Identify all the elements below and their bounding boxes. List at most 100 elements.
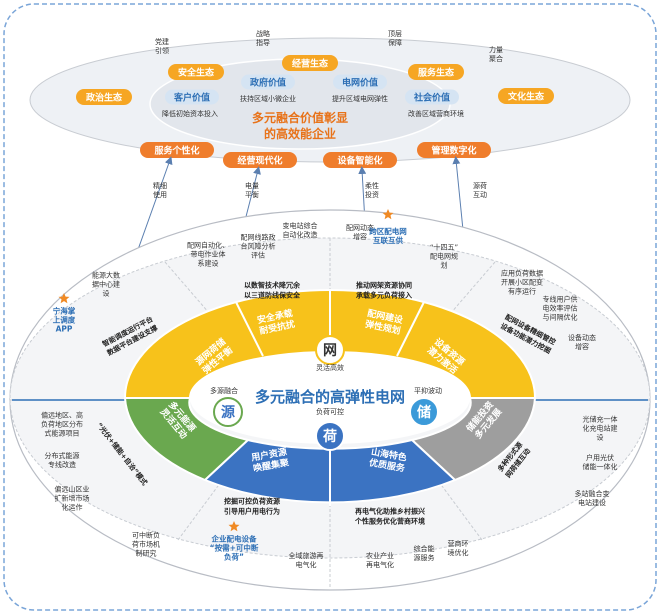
blue-pill-2: 政府价值 (241, 74, 295, 90)
orange-pill-5-label: 文化生态 (507, 91, 544, 103)
bottom-pill-1: 服务个性化 (140, 142, 214, 158)
outer-text-20: 多站融合变电站建设 (575, 489, 610, 507)
outer-text-1: 能源大数据中心建设 (92, 270, 120, 297)
orange-pill-1: 政治生态 (76, 89, 132, 105)
outer-text-10: 偏远地区、高负荷地区分布式能源项目 (41, 410, 83, 437)
bullet-text-3: 挖掘可控负荷资源引导用户用电行为 (224, 496, 280, 515)
blue-subtext-4: 改善区域营商环境 (408, 109, 464, 118)
blue-subtext-2: 扶持区域小微企业 (240, 94, 296, 103)
star-item-2: 跨区配电网互联互供 (369, 209, 407, 245)
hub-chu: 储 (409, 397, 439, 427)
outer-text-9: 设备动态增容 (568, 333, 596, 351)
blue-pill-1-label: 客户价值 (173, 92, 210, 104)
top-small-label-4: 力量聚合 (489, 45, 503, 63)
bullet-text-1: 以数智技术降冗余以三道防线保安全 (244, 280, 301, 299)
outer-text-15: 农业产业再电气化 (366, 551, 394, 569)
arrow-label-4: 源荷互动 (473, 181, 487, 199)
bottom-pill-4-label: 管理数字化 (431, 145, 476, 157)
top-small-label-1: 党建引领 (155, 37, 169, 55)
orange-pill-4: 服务生态 (408, 64, 464, 80)
outer-text-11: 分布式能源专线改造 (45, 451, 80, 469)
star-icon (58, 293, 70, 304)
outer-text-17: 营商环境优化 (448, 539, 469, 557)
hub-he-label: 荷 (322, 428, 337, 445)
bullet-text-2: 推动网架资源协同承载多元负荷接入 (356, 280, 412, 299)
outer-text-4: 变电站综合自动化改造 (283, 221, 318, 239)
outer-text-5: 配网动态增容 (346, 223, 374, 241)
top-small-label-3: 顶层保障 (388, 30, 402, 47)
bottom-pill-2: 经营现代化 (223, 152, 297, 168)
arrow-label-3: 柔性投资 (365, 181, 379, 199)
orange-pill-3-label: 经营生态 (292, 58, 328, 70)
blue-pill-4: 社会价值 (405, 89, 459, 105)
hub-he: 荷 (315, 421, 345, 451)
yellow-separator-1 (235, 301, 264, 357)
hub-side-label-top: 灵活高效 (316, 363, 344, 372)
outer-dashed-frame (3, 3, 657, 611)
divider-6 (177, 439, 253, 541)
orange-pill-3: 经营生态 (282, 55, 338, 71)
top-small-label-2: 战略指导 (256, 29, 270, 47)
outer-text-6: “十四五”配电网规划 (430, 242, 458, 269)
outer-text-2: 配网自动化、带电作业体系建设 (187, 240, 229, 267)
hub-side-label-left: 多源融合 (210, 386, 238, 395)
blue-pill-1: 客户价值 (165, 89, 219, 105)
center-title: 多元融合的高弹性电网 (255, 388, 405, 406)
star-label-2: 跨区配电网互联互供 (369, 226, 407, 245)
top-title-line2: 的高效能企业 (264, 126, 336, 141)
hub-chu-label: 储 (416, 404, 431, 421)
bullet-text-4: 再电气化助推乡村振兴个性服务优化营商环境 (354, 506, 425, 525)
star-icon (382, 209, 394, 220)
arrow-label-1: 精细使用 (153, 181, 167, 199)
outer-text-14: 全域旅游再电气化 (289, 551, 324, 569)
outer-text-16: 综合能源服务 (414, 544, 435, 562)
outer-text-12: 偏远山区业扩新增市场化运作 (55, 484, 90, 511)
hub-wang-label: 网 (323, 343, 337, 359)
hub-side-label-right: 平抑波动 (414, 386, 442, 395)
outer-text-13: 可中断负荷市场机制研究 (132, 530, 160, 557)
hub-yuan: 源 (213, 397, 243, 427)
hub-side-label-bottom: 负荷可控 (316, 407, 344, 416)
outer-text-8: 专线用户供电效率评估与间隔优化 (543, 294, 578, 321)
outer-text-18: 光储充一体化充电站建设 (583, 414, 618, 441)
orange-pill-5: 文化生态 (498, 88, 554, 104)
top-title-line1: 多元融合价值彰显 (252, 110, 348, 125)
yellow-separator-3 (396, 301, 425, 357)
hub-yuan-label: 源 (221, 404, 235, 421)
arrow-label-2: 电量平衡 (245, 181, 259, 199)
star-label-3: 企业配电设备“按需+可中断负荷” (210, 534, 259, 562)
bottom-pill-3-label: 设备智能化 (337, 155, 382, 167)
blue-pill-4-label: 社会价值 (413, 92, 450, 104)
center-ellipse (190, 352, 470, 444)
blue-subtext-3: 提升区域电网弹性 (332, 94, 388, 103)
divider-7 (407, 439, 483, 541)
star-icon (228, 521, 240, 532)
orange-pill-2-label: 安全生态 (178, 67, 214, 79)
outer-texts: 能源大数据中心建设 配网自动化、带电作业体系建设配网线路政台风障分析评估变电站综合… (41, 221, 618, 569)
bottom-pill-4: 管理数字化 (417, 142, 491, 158)
orange-pill-2: 安全生态 (168, 64, 224, 80)
outer-text-7: 应用负荷数据开展小区配变有序运行 (501, 268, 543, 295)
hub-wang: 网 (315, 335, 345, 365)
orange-pill-1-label: 政治生态 (86, 92, 122, 104)
blue-subtext-1: 降低初始资本投入 (162, 109, 218, 118)
star-item-3: 企业配电设备“按需+可中断负荷” (210, 521, 259, 562)
bottom-pill-3: 设备智能化 (323, 152, 397, 168)
outer-text-3: 配网线路政台风障分析评估 (241, 232, 276, 259)
orange-pill-4-label: 服务生态 (418, 67, 454, 79)
blue-pill-3-label: 电网价值 (342, 77, 378, 89)
blue-pill-3: 电网价值 (333, 74, 387, 90)
blue-pill-2-label: 政府价值 (250, 77, 286, 89)
bottom-pill-2-label: 经营现代化 (237, 155, 282, 167)
bottom-pill-1-label: 服务个性化 (154, 145, 199, 157)
outer-text-19: 户用光伏储能一体化 (583, 453, 618, 471)
